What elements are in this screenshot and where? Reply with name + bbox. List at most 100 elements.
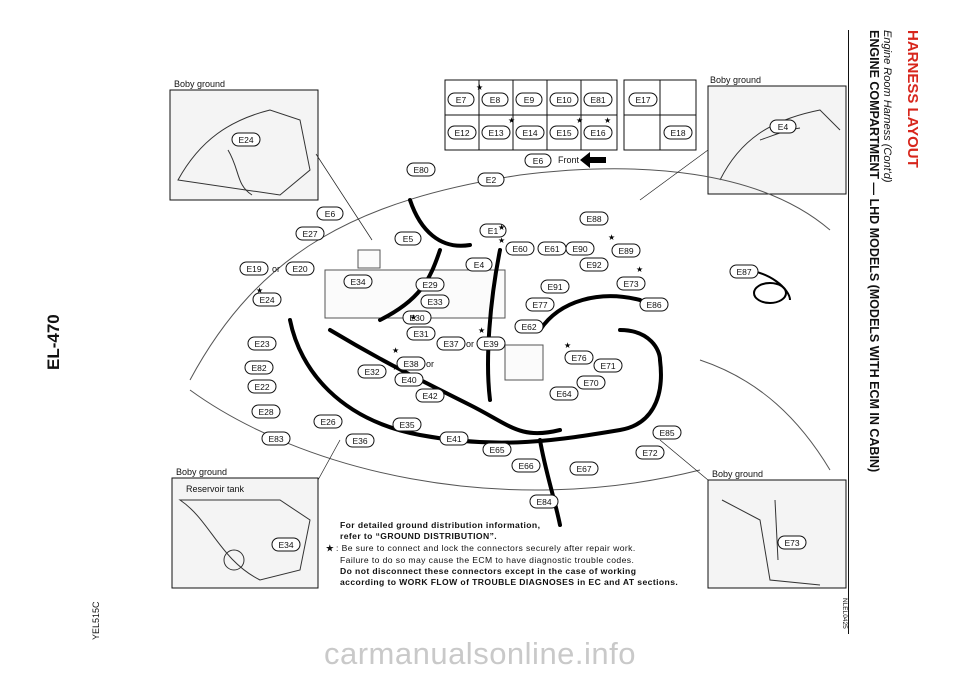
svg-text:E9: E9 — [524, 95, 535, 105]
connector-E22-31: E22 — [247, 379, 277, 394]
star-icon-1: ★ — [508, 116, 515, 125]
grid-E15: E15 — [549, 125, 579, 140]
svg-text:E19: E19 — [246, 264, 261, 274]
connector-E4-53: E4 — [769, 119, 797, 134]
connector-E29-15: E29 — [415, 277, 445, 292]
svg-text:E73: E73 — [784, 538, 799, 548]
note-line4: Failure to do so may cause the ECM to ha… — [340, 555, 635, 565]
connector-E84-49: E84 — [529, 494, 559, 509]
svg-text:E22: E22 — [254, 382, 269, 392]
connector-E1-5: E1 — [479, 223, 507, 238]
connector-E26-34: E26 — [313, 414, 343, 429]
inset-label-top-left: Boby ground — [174, 79, 226, 89]
svg-text:E72: E72 — [642, 448, 657, 458]
star-icon-9: ★ — [410, 313, 417, 322]
svg-text:E92: E92 — [586, 260, 601, 270]
svg-text:E42: E42 — [422, 391, 437, 401]
svg-text:E13: E13 — [488, 128, 503, 138]
svg-text:E85: E85 — [659, 428, 674, 438]
svg-text:E10: E10 — [556, 95, 571, 105]
connector-E90-8: E90 — [565, 241, 595, 256]
connector-E87-25: E87 — [729, 264, 759, 279]
grid-E81: E81 — [583, 92, 613, 107]
svg-text:E34: E34 — [278, 540, 293, 550]
svg-text:E89: E89 — [618, 246, 633, 256]
connector-E31-18: E31 — [406, 326, 436, 341]
svg-text:E66: E66 — [518, 461, 533, 471]
note-line1: For detailed ground distribution informa… — [340, 520, 541, 530]
svg-text:E77: E77 — [532, 300, 547, 310]
svg-text:E82: E82 — [251, 363, 266, 373]
star-icon-0: ★ — [476, 83, 483, 92]
star-icon-12: ★ — [392, 363, 399, 372]
grid-E10: E10 — [549, 92, 579, 107]
connector-E65-46: E65 — [482, 442, 512, 457]
sidebar-rule — [848, 30, 849, 634]
or-label-2: or — [426, 359, 434, 369]
svg-text:E29: E29 — [422, 280, 437, 290]
svg-text:E88: E88 — [586, 214, 601, 224]
svg-text:E5: E5 — [403, 234, 414, 244]
connector-E86-24: E86 — [639, 297, 669, 312]
grid-E18: E18 — [663, 125, 693, 140]
connector-E37-19: E37 — [436, 336, 466, 351]
grid-E6: E6 — [524, 153, 552, 168]
connector-E76-42: E76 — [564, 350, 594, 365]
svg-text:E33: E33 — [427, 297, 442, 307]
svg-text:E30: E30 — [409, 313, 424, 323]
connector-E36-40: E36 — [345, 433, 375, 448]
grid-E17: E17 — [628, 92, 658, 107]
connector-E85-51: E85 — [652, 425, 682, 440]
connector-E23-29: E23 — [247, 336, 277, 351]
connector-E42-38: E42 — [415, 388, 445, 403]
front-label: Front — [558, 155, 580, 165]
grid-E14: E14 — [515, 125, 545, 140]
svg-text:E20: E20 — [292, 264, 307, 274]
svg-text:E16: E16 — [590, 128, 605, 138]
grid-E8: E8 — [481, 92, 509, 107]
svg-text:E62: E62 — [521, 322, 536, 332]
connector-E80-0: E80 — [406, 162, 436, 177]
svg-text:E2: E2 — [486, 175, 497, 185]
svg-text:E1: E1 — [488, 226, 499, 236]
svg-text:E14: E14 — [522, 128, 537, 138]
connector-E4-11: E4 — [465, 257, 493, 272]
svg-text:E32: E32 — [364, 367, 379, 377]
svg-text:E7: E7 — [456, 95, 467, 105]
note-line5: Do not disconnect these connectors excep… — [340, 566, 637, 576]
svg-text:E18: E18 — [670, 128, 685, 138]
connector-E34-54: E34 — [271, 537, 301, 552]
svg-text:E8: E8 — [490, 95, 501, 105]
star-icon-7: ★ — [636, 265, 643, 274]
or-label-1: or — [466, 339, 474, 349]
connector-E67-48: E67 — [569, 461, 599, 476]
svg-text:E71: E71 — [600, 361, 615, 371]
connector-E60-6: E60 — [505, 241, 535, 256]
connector-E70-44: E70 — [576, 375, 606, 390]
connector-E20-13: E20 — [285, 261, 315, 276]
star-icon-13: ★ — [564, 341, 571, 350]
svg-text:E67: E67 — [576, 464, 591, 474]
star-icon-11: ★ — [392, 346, 399, 355]
svg-text:E23: E23 — [254, 339, 269, 349]
connector-E27-3: E27 — [295, 226, 325, 241]
connector-E41-41: E41 — [439, 431, 469, 446]
connector-E71-43: E71 — [593, 358, 623, 373]
svg-text:E90: E90 — [572, 244, 587, 254]
connector-E83-33: E83 — [261, 431, 291, 446]
connector-E91-21: E91 — [540, 279, 570, 294]
connector-E19-12: E19 — [239, 261, 269, 276]
connector-E88-9: E88 — [579, 211, 609, 226]
svg-text:E41: E41 — [446, 434, 461, 444]
svg-text:E81: E81 — [590, 95, 605, 105]
connector-E92-22: E92 — [579, 257, 609, 272]
svg-text:E36: E36 — [352, 436, 367, 446]
svg-text:E6: E6 — [325, 209, 336, 219]
svg-text:E28: E28 — [258, 407, 273, 417]
svg-text:E26: E26 — [320, 417, 335, 427]
inset-label-bottom-left: Boby ground — [176, 467, 228, 477]
svg-text:E86: E86 — [646, 300, 661, 310]
svg-text:E24: E24 — [238, 135, 253, 145]
svg-text:E61: E61 — [544, 244, 559, 254]
